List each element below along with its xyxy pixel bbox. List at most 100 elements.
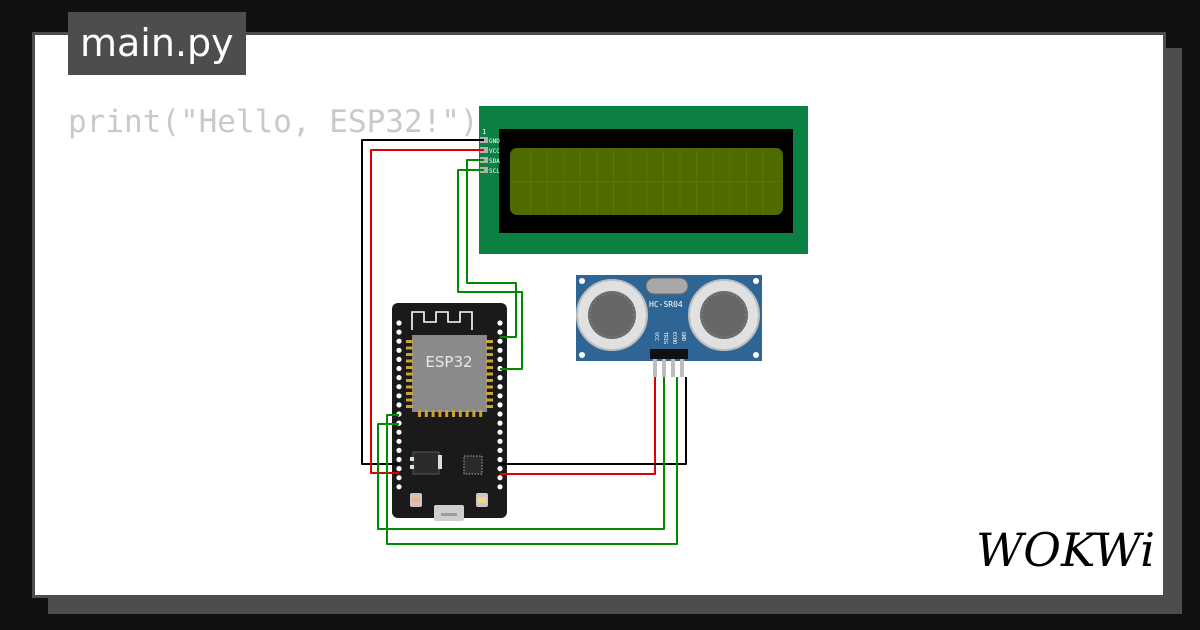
esp32-label: ESP32 <box>425 353 472 371</box>
header-pin <box>497 375 503 381</box>
sensor-pin-vcc-label: VCC <box>653 332 659 341</box>
lcd-pin-sda-label: SDA <box>489 158 500 165</box>
module-pad <box>406 353 413 356</box>
lcd-pin-vcc-label: VCC <box>489 148 500 155</box>
header-pin <box>396 447 402 453</box>
wire-sensor-gnd <box>500 377 687 465</box>
module-pad <box>472 410 476 417</box>
module-pad <box>452 410 455 417</box>
header-pin <box>497 466 503 472</box>
antenna-trace <box>411 311 473 330</box>
header-pin <box>497 320 503 326</box>
header-pin <box>396 402 402 408</box>
module-pad <box>406 385 413 389</box>
module-pad <box>465 410 469 417</box>
wire-sensor-echo <box>386 377 678 545</box>
header-pin <box>396 429 402 435</box>
wire-sensor-trig <box>377 377 665 530</box>
lcd-pin-gnd-label: GND <box>489 138 500 145</box>
module-pad <box>486 392 493 395</box>
module-pad <box>486 379 493 382</box>
wire-lcd-gnd <box>361 139 484 465</box>
header-pin <box>396 365 402 372</box>
module-pad <box>406 392 413 395</box>
header-pin <box>497 356 503 362</box>
sensor-pin-gnd-label: GND <box>680 332 686 341</box>
header-pin <box>497 329 503 335</box>
hc-sr04-sensor[interactable]: HC-SR04 VCC TRIG ECHO GND <box>576 275 762 377</box>
module-pad <box>486 340 493 343</box>
module-pad <box>486 366 493 369</box>
left-transducer <box>576 279 648 351</box>
usb-serial-chip <box>463 455 483 475</box>
header-pin <box>396 475 402 481</box>
module-pad <box>406 398 413 402</box>
header-pin <box>497 384 503 390</box>
module-pad <box>406 379 413 382</box>
esp32-right-pins <box>497 320 503 490</box>
header-pin <box>497 484 503 490</box>
header-pin <box>497 456 503 463</box>
module-pad <box>406 359 413 363</box>
header-pin <box>497 393 503 399</box>
module-pad <box>424 410 428 417</box>
header-pin <box>497 438 503 444</box>
header-pin <box>497 402 503 408</box>
module-pad <box>458 410 462 417</box>
module-pad <box>406 346 413 350</box>
header-pin <box>396 466 402 472</box>
header-pin <box>396 338 402 344</box>
header-pin <box>497 411 503 417</box>
code-line[interactable]: print("Hello, ESP32!") <box>68 104 479 140</box>
wokwi-logo[interactable]: WOKWi <box>976 520 1156 580</box>
esp32-left-pins <box>396 320 402 490</box>
module-pad <box>486 385 493 389</box>
esp32-module <box>412 335 487 412</box>
module-pad <box>438 410 442 417</box>
header-pin <box>396 456 402 463</box>
sensor-pin-echo-label: ECHO <box>671 332 677 344</box>
header-pin <box>497 338 503 344</box>
header-pin <box>497 429 503 435</box>
lcd-character-grid <box>512 150 781 213</box>
module-pad <box>486 372 493 376</box>
header-pin <box>396 329 402 335</box>
voltage-regulator <box>410 451 442 475</box>
header-pin <box>497 420 503 426</box>
wire-sensor-vcc <box>500 377 656 475</box>
module-pad <box>406 372 413 376</box>
crystal-oscillator <box>645 277 689 295</box>
module-pad <box>445 410 449 417</box>
wire-lcd-vcc <box>370 149 484 474</box>
header-pin <box>497 447 503 453</box>
header-pin <box>396 384 402 390</box>
sensor-label: HC-SR04 <box>649 300 683 309</box>
header-pin <box>396 393 402 399</box>
header-pin <box>396 356 402 362</box>
module-pad <box>486 346 493 350</box>
module-pad <box>486 405 493 408</box>
lcd-pin-1-label: 1 <box>482 128 486 136</box>
module-pad <box>406 340 413 343</box>
module-pad <box>479 410 483 417</box>
sensor-pin-header <box>650 349 688 377</box>
module-pads <box>406 340 493 417</box>
file-tab-main-py[interactable]: main.py <box>68 12 246 75</box>
header-pin <box>396 375 402 381</box>
header-pin <box>396 320 402 326</box>
wiring <box>361 139 687 545</box>
module-pad <box>486 359 493 363</box>
module-pad <box>418 410 421 417</box>
right-transducer <box>688 279 760 351</box>
module-pad <box>406 405 413 408</box>
wire-lcd-sda <box>466 159 517 338</box>
module-pad <box>431 410 435 417</box>
esp32-devkit[interactable]: ESP32 <box>392 303 507 521</box>
module-pad <box>486 353 493 356</box>
lcd-display[interactable]: 1 GND VCC SDA SCL <box>479 106 808 254</box>
header-pin <box>497 347 503 353</box>
module-pad <box>406 366 413 369</box>
header-pin <box>396 347 402 353</box>
header-pin <box>497 475 503 481</box>
